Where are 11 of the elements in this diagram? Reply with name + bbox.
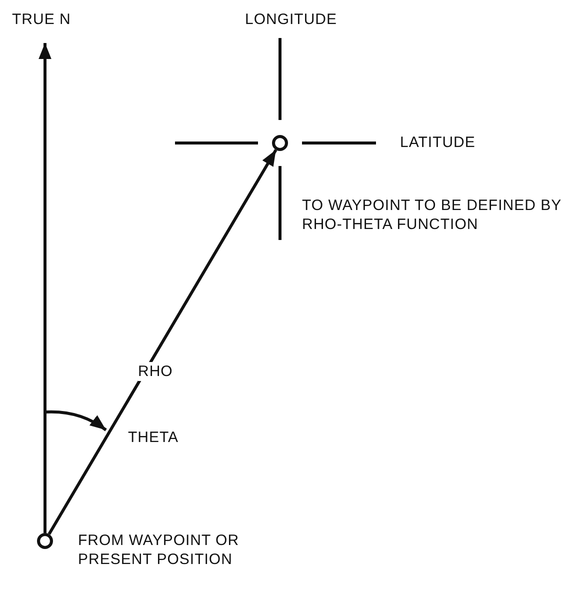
waypoint-circle — [272, 135, 288, 151]
label: LONGITUDE — [245, 10, 338, 29]
arrow — [48, 149, 278, 535]
arrow — [38, 43, 52, 533]
label: LATITUDE — [400, 133, 476, 152]
node-caption: FROM WAYPOINT OR PRESENT POSITION — [78, 531, 240, 569]
edge-label: RHO — [138, 362, 173, 381]
node-label: TRUE N — [12, 10, 71, 29]
node-caption: TO WAYPOINT TO BE DEFINED BY RHO-THETA FUNCTION — [302, 196, 562, 234]
label: THETA — [128, 428, 179, 447]
waypoint-circle — [37, 533, 53, 549]
